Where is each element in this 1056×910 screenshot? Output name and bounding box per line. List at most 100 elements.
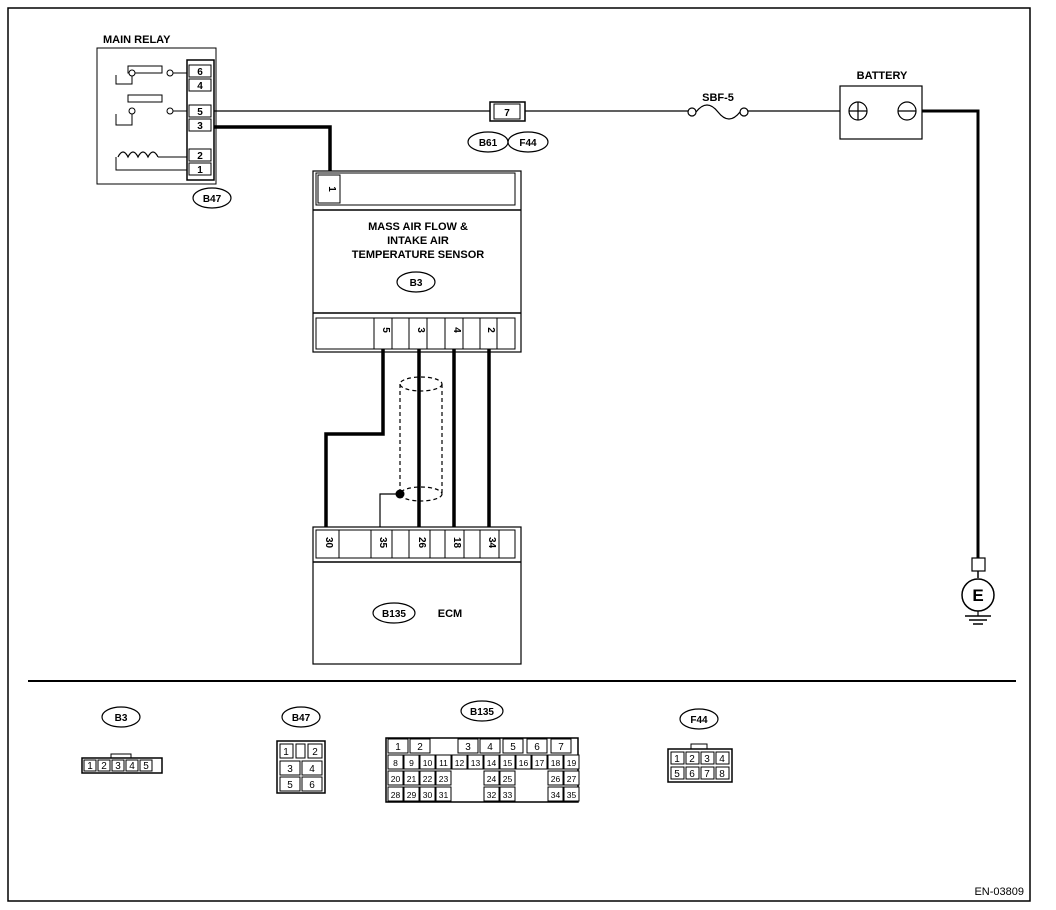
b135-cell [403, 754, 420, 770]
svg-text:5: 5 [674, 769, 680, 780]
maf-title-line-3: TEMPERATURE SENSOR [352, 249, 484, 261]
relay-pin-label: 5 [197, 107, 203, 118]
b135-cell-label: 11 [439, 758, 448, 768]
b135-cell [483, 786, 500, 802]
battery-title: BATTERY [857, 70, 908, 82]
maf-title-line-2: INTAKE AIR [387, 235, 449, 247]
b135-cell-label: 23 [439, 774, 449, 784]
ecm-title: ECM [438, 608, 462, 620]
figure-code: EN-03809 [974, 886, 1024, 898]
svg-text:B47: B47 [203, 194, 222, 205]
relay-wire [115, 75, 133, 85]
b135-cell [435, 754, 452, 770]
b135-cell [387, 754, 404, 770]
b135-cell [563, 754, 580, 770]
svg-text:3: 3 [115, 761, 121, 772]
relay-coil-icon [117, 151, 159, 159]
svg-text:5: 5 [287, 780, 293, 791]
ecm-pin-label: 26 [416, 537, 427, 549]
relay-contact [166, 69, 174, 77]
b135-cell [435, 786, 452, 802]
svg-text:F44: F44 [519, 138, 537, 149]
b135-cell-label: 35 [567, 790, 577, 800]
b135-cell-label: 4 [487, 742, 493, 753]
b135-cell-label: 22 [423, 774, 433, 784]
relay-pin-label: 6 [197, 67, 203, 78]
svg-text:B61: B61 [479, 138, 498, 149]
b135-cell-label: 20 [391, 774, 401, 784]
b135-cell [526, 738, 548, 754]
svg-text:5: 5 [143, 761, 149, 772]
ecm-pin-label: 35 [377, 537, 388, 549]
b135-cell-label: 25 [503, 774, 513, 784]
b135-cell-label: 31 [439, 790, 449, 800]
svg-text:2: 2 [689, 754, 695, 765]
ground-wire [922, 109, 980, 558]
b135-cell [502, 738, 524, 754]
b135-cell [419, 754, 436, 770]
svg-text:F44: F44 [690, 715, 708, 726]
b135-cell-label: 16 [519, 758, 529, 768]
main-relay: MAIN RELAY 6 4 5 3 2 1 B47 [96, 34, 232, 209]
ground-point: E [961, 557, 995, 625]
svg-text:B135: B135 [382, 609, 406, 620]
b135-cell [547, 754, 564, 770]
fuse-icon [695, 104, 741, 120]
b135-cell [547, 770, 564, 786]
b135-cell-label: 14 [487, 758, 497, 768]
b135-cell [563, 770, 580, 786]
b135-cell-label: 6 [534, 742, 540, 753]
b135-cell [387, 786, 404, 802]
connector-tag-b47 [192, 187, 232, 209]
b135-cell-label: 28 [391, 790, 401, 800]
b135-cell-label: 9 [409, 758, 414, 768]
b135-cell-label: 21 [407, 774, 417, 784]
b135-cell [451, 754, 468, 770]
b135-cell-label: 5 [510, 742, 516, 753]
b135-cell-label: 13 [471, 758, 481, 768]
diagram-frame [7, 7, 1031, 902]
b135-cell-label: 33 [503, 790, 513, 800]
svg-text:1: 1 [283, 747, 289, 758]
svg-text:4: 4 [309, 764, 315, 775]
b135-cell [403, 786, 420, 802]
svg-text:1: 1 [674, 754, 680, 765]
svg-text:6: 6 [689, 769, 695, 780]
relay-pin-label: 3 [197, 121, 203, 132]
b135-cell [403, 770, 420, 786]
b135-cell [409, 738, 431, 754]
svg-text:3: 3 [287, 764, 293, 775]
svg-text:B135: B135 [470, 707, 494, 718]
b135-cell [435, 770, 452, 786]
b135-cell [499, 770, 516, 786]
svg-text:7: 7 [504, 108, 510, 119]
b135-cell [547, 786, 564, 802]
b135-cell [457, 738, 479, 754]
b135-cell [387, 738, 409, 754]
svg-text:B3: B3 [410, 278, 423, 289]
connector-view-f44: F44 1 2 3 4 5 6 7 8 [667, 708, 733, 783]
b135-cell [387, 770, 404, 786]
maf-pin-label: 3 [415, 327, 426, 333]
b135-cell-label: 29 [407, 790, 417, 800]
b135-cell-label: 27 [567, 774, 577, 784]
b135-cell-label: 2 [417, 742, 423, 753]
b135-cell-label: 18 [551, 758, 561, 768]
svg-text:2: 2 [312, 747, 318, 758]
connector-tag-b135 [372, 602, 416, 624]
svg-text:7: 7 [704, 769, 710, 780]
b135-cell-label: 10 [423, 758, 433, 768]
svg-text:6: 6 [309, 780, 315, 791]
b135-cell-label: 32 [487, 790, 497, 800]
maf-pin-label: 2 [485, 327, 496, 333]
b135-cell [563, 786, 580, 802]
b135-cell [419, 786, 436, 802]
battery: BATTERY [839, 70, 923, 140]
b135-cell [499, 754, 516, 770]
relay-pin-label: 4 [197, 81, 203, 92]
maf-sensor: 1 MASS AIR FLOW & INTAKE AIR TEMPERATURE… [312, 170, 522, 353]
svg-text:B3: B3 [115, 713, 128, 724]
b135-cell-label: 30 [423, 790, 433, 800]
b135-cell [483, 754, 500, 770]
b135-cell [515, 754, 532, 770]
